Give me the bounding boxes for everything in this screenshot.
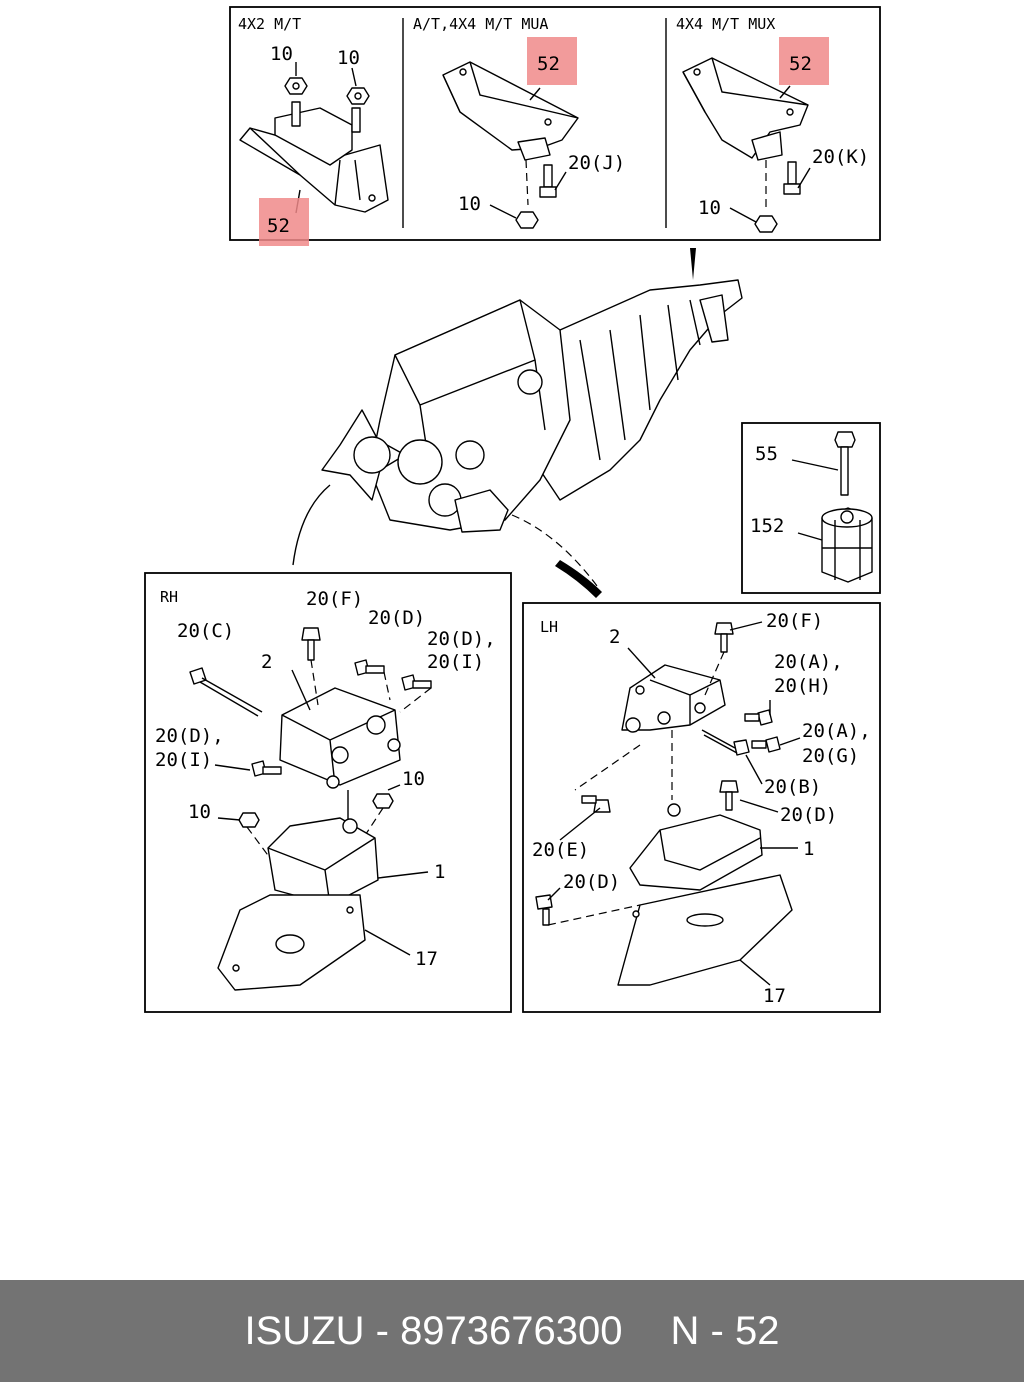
- rh-label-20c: 20(C): [177, 620, 234, 642]
- nut-10-mux: [754, 215, 778, 233]
- nut-10-b: [346, 87, 370, 105]
- lh-panel-title: LH: [540, 618, 558, 636]
- bolt-20k: [783, 161, 801, 195]
- lh-label-20b: 20(B): [764, 776, 821, 798]
- label-nut-10-b: 10: [337, 47, 360, 69]
- rh-label-nut-10-left: 10: [188, 801, 211, 823]
- bracket-52-4x2: [239, 101, 389, 213]
- rh-bolt-20d-top: [354, 659, 385, 676]
- rh-nut-10-right: [372, 793, 394, 809]
- part-52-highlight-3: [779, 37, 829, 85]
- label-nut-10-mua: 10: [458, 193, 481, 215]
- lh-label-20f: 20(F): [766, 610, 823, 632]
- inset-damper-panel: 55 152: [741, 422, 881, 594]
- lh-plate-17: [617, 874, 793, 986]
- lh-bolt-20f: [714, 622, 734, 653]
- rh-label-20f: 20(F): [306, 588, 363, 610]
- lh-bolt-20d-low: [535, 894, 553, 926]
- lh-label-plate-17: 17: [763, 985, 786, 1007]
- rh-bolt-20c: [189, 667, 263, 717]
- rh-label-20di-left-2: 20(I): [155, 749, 212, 771]
- label-nut-10-a: 10: [270, 43, 293, 65]
- bolt-55: [834, 431, 856, 496]
- lh-label-mount-1: 1: [803, 838, 814, 860]
- label-damper-152: 152: [750, 515, 784, 537]
- rh-bolt-20f: [301, 627, 321, 661]
- part-52-highlight-2: [527, 37, 577, 85]
- lh-bolt-20ah: [744, 709, 773, 726]
- lh-label-20ah-2: 20(H): [774, 675, 831, 697]
- rh-bolt-20di-right: [401, 674, 432, 691]
- rh-label-mount-1: 1: [434, 861, 445, 883]
- rh-bracket-2: [279, 687, 401, 789]
- label-part-52-b: 52: [537, 53, 560, 75]
- lh-mount-1: [629, 803, 763, 891]
- bracket-52-mua: [442, 61, 579, 161]
- parts-diagram: 4X2 M/T A/T,4X4 M/T MUA 4X4 M/T MUX 10 1…: [144, 6, 881, 1013]
- rh-label-20d-top: 20(D): [368, 607, 425, 629]
- label-bolt-20k: 20(K): [812, 146, 869, 168]
- label-bolt-55: 55: [755, 443, 778, 465]
- label-part-52-a: 52: [267, 215, 290, 237]
- label-nut-10-mux: 10: [698, 197, 721, 219]
- rh-panel-title: RH: [160, 588, 178, 606]
- rh-label-20di-right-2: 20(I): [427, 651, 484, 673]
- rh-nut-10-left: [238, 812, 260, 828]
- top-panel-frame: [229, 6, 881, 241]
- rh-label-nut-10-right: 10: [402, 768, 425, 790]
- lh-label-20ah-1: 20(A),: [774, 651, 843, 673]
- engine-transmission-assembly: [321, 279, 743, 533]
- lh-label-20e: 20(E): [532, 839, 589, 861]
- label-bolt-20j: 20(J): [568, 152, 625, 174]
- lh-label-20d-low: 20(D): [563, 871, 620, 893]
- lh-panel-frame: [522, 602, 881, 1013]
- nut-10-a: [284, 77, 308, 95]
- rh-mount-panel: RH: [144, 572, 512, 1013]
- lh-bracket-2: [621, 664, 726, 733]
- bolt-20j: [539, 164, 557, 198]
- pointer-arrow-top: [690, 248, 696, 280]
- lh-bolt-20e: [581, 795, 611, 813]
- footer-brand-part-number: ISUZU - 8973676300: [244, 1308, 623, 1353]
- footer-bar: ISUZU - 8973676300 N - 52: [0, 1280, 1024, 1382]
- rh-plate-17: [217, 894, 366, 991]
- rh-label-20di-right-1: 20(D),: [427, 628, 496, 650]
- damper-152: [821, 507, 873, 583]
- part-52-highlight-1: [259, 198, 309, 246]
- inset-frame: [741, 422, 881, 594]
- bracket-52-mux: [682, 57, 809, 161]
- pointer-to-rh: [292, 484, 331, 566]
- top-variants-panel: 4X2 M/T A/T,4X4 M/T MUA 4X4 M/T MUX 10 1…: [229, 6, 881, 246]
- rh-label-bracket-2: 2: [261, 651, 272, 673]
- footer-reference: N - 52: [670, 1308, 780, 1353]
- lh-label-20ag-1: 20(A),: [802, 720, 871, 742]
- lh-bolt-20d-mid: [719, 780, 739, 811]
- lh-bolt-20b: [701, 729, 750, 756]
- rh-mount-1: [267, 817, 379, 906]
- label-part-52-c: 52: [789, 53, 812, 75]
- section-header-at-4x4-mua: A/T,4X4 M/T MUA: [413, 15, 548, 33]
- lh-mount-panel: LH: [522, 602, 881, 1013]
- rh-panel-frame: [144, 572, 512, 1013]
- section-header-4x4-mux: 4X4 M/T MUX: [676, 15, 775, 33]
- nut-10-mua: [515, 211, 539, 229]
- rh-label-plate-17: 17: [415, 948, 438, 970]
- rh-bolt-20di-left: [251, 760, 282, 777]
- lh-label-20d-mid: 20(D): [780, 804, 837, 826]
- lh-bolt-20ag: [751, 736, 781, 753]
- pointer-line-to-lh: [511, 514, 601, 591]
- section-header-4x2-mt: 4X2 M/T: [238, 15, 301, 33]
- lh-label-bracket-2: 2: [609, 626, 620, 648]
- rh-label-20di-left-1: 20(D),: [155, 725, 224, 747]
- lh-label-20ag-2: 20(G): [802, 745, 859, 767]
